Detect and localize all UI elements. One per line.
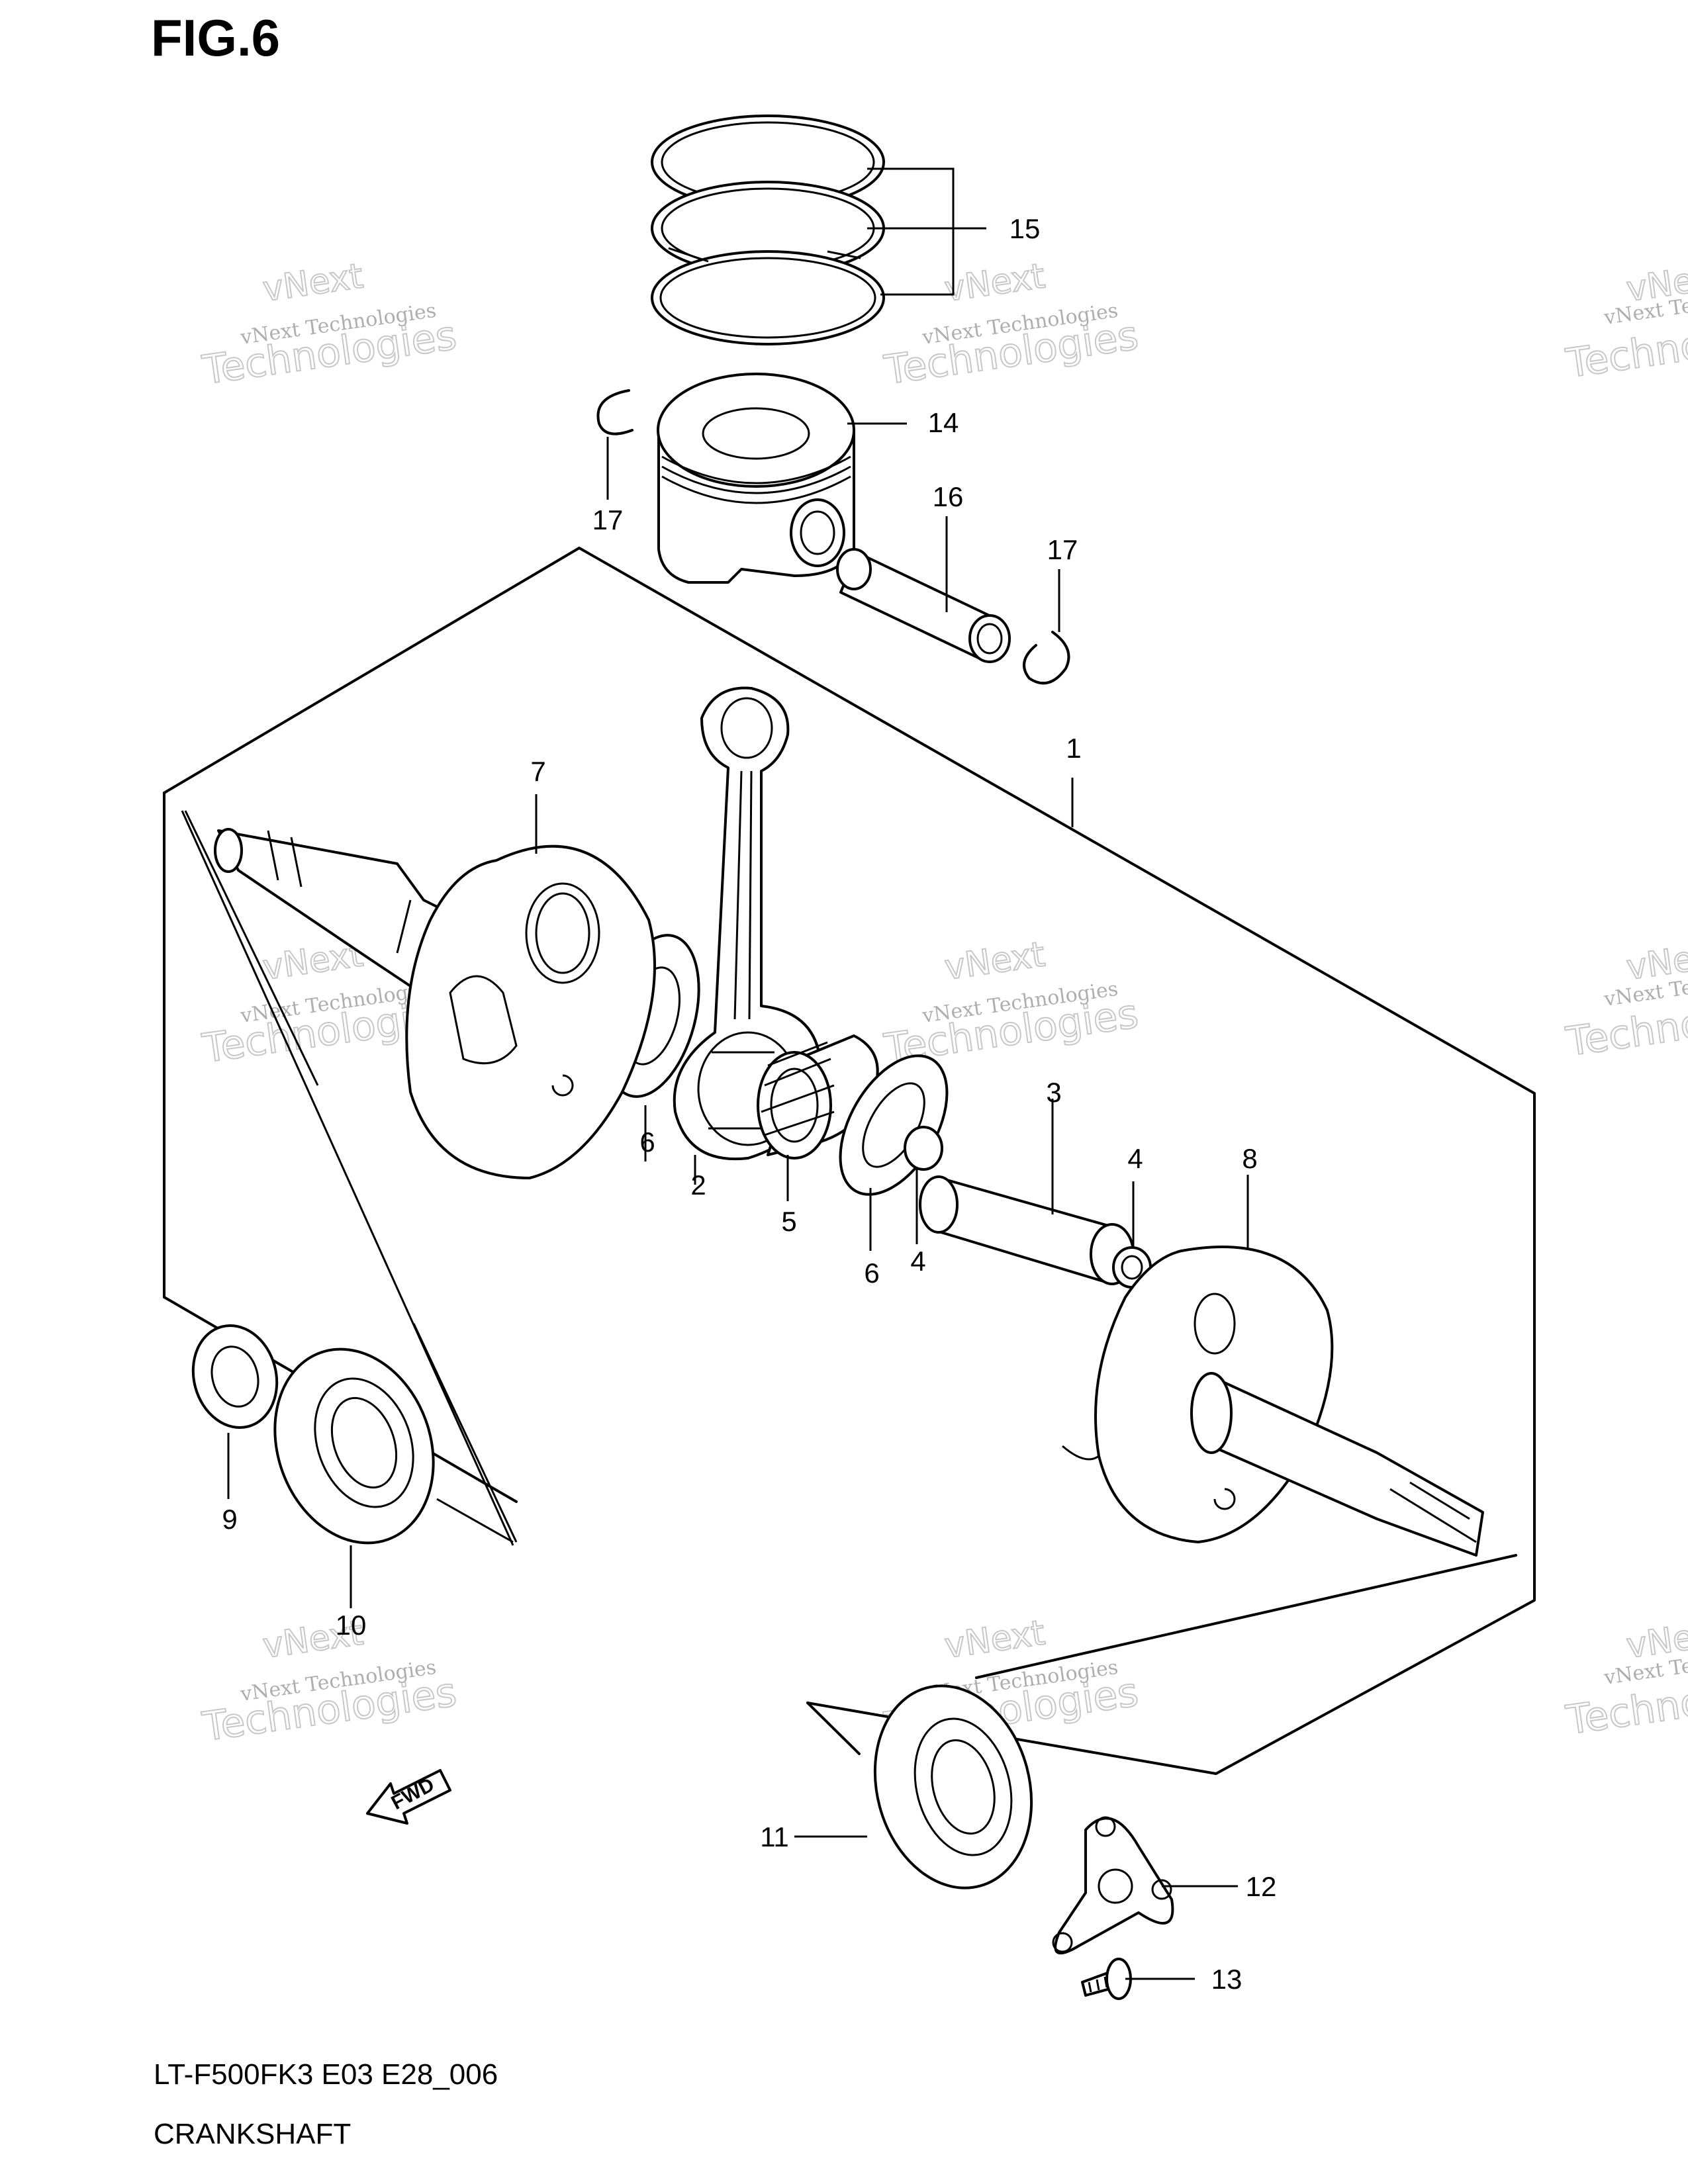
callout-12: 12: [1246, 1871, 1277, 1902]
part-group-name: CRANKSHAFT: [154, 2118, 352, 2150]
callout-15: 15: [1009, 213, 1041, 244]
bearing-retainer: [1052, 1816, 1174, 1955]
watermark-tile: vNext vNext Technologies Technologies: [199, 1612, 459, 1751]
callout-11: 11: [760, 1821, 789, 1852]
callout-14: 14: [928, 407, 959, 438]
callout-4b: 4: [1127, 1143, 1143, 1174]
watermark-tile: vNext vNext Technologies Technologies: [880, 934, 1141, 1073]
callout-1: 1: [1066, 733, 1081, 764]
callout-8: 8: [1242, 1143, 1257, 1174]
watermark-line1: vNext: [942, 256, 1047, 310]
crank-pin: [919, 1175, 1135, 1285]
watermark-tile: vNext vNext Technologies Technologies: [1562, 1612, 1688, 1745]
callout-5: 5: [781, 1206, 796, 1237]
watermark-tile: vNext vNext Technologies Technologies: [880, 255, 1141, 394]
watermark-line1: vNext: [942, 1613, 1047, 1666]
callout-16: 16: [933, 481, 964, 512]
callout-2: 2: [690, 1169, 706, 1201]
callout-17b: 17: [1047, 534, 1078, 565]
callout-9: 9: [222, 1504, 237, 1535]
watermark-tile: vNext vNext Technologies Technologies: [1562, 255, 1688, 388]
circlip-right: [1023, 631, 1070, 685]
callout-4a: 4: [910, 1246, 925, 1277]
leader-lines: [227, 167, 1249, 1980]
watermark-tile: vNext vNext Technologies Technologies: [1562, 934, 1688, 1066]
piston-pin: [836, 548, 1011, 663]
piston-rings: [651, 114, 885, 345]
callout-3: 3: [1046, 1077, 1061, 1108]
callout-10: 10: [336, 1610, 367, 1641]
watermark-line1: vNext: [260, 256, 365, 310]
bearing-9: [191, 1324, 279, 1430]
circlip-left: [596, 389, 633, 435]
callout-13: 13: [1211, 1964, 1243, 1995]
bearing-10: [273, 1347, 435, 1545]
plug-left: [904, 1126, 943, 1171]
bearing-11: [873, 1684, 1033, 1889]
piston: [657, 373, 855, 584]
watermark-line1: vNext: [942, 934, 1047, 988]
crankshaft-right: [1062, 1246, 1484, 1557]
callout-7: 7: [530, 756, 545, 787]
callout-6b: 6: [864, 1257, 879, 1289]
callout-17a: 17: [592, 504, 624, 535]
callout-6a: 6: [639, 1126, 655, 1158]
watermark-tile: vNext vNext Technologies Technologies: [199, 255, 459, 394]
model-code: LT-F500FK3 E03 E28_006: [154, 2058, 498, 2091]
callout-labels: 1 2 3 4 4 5 6 6 7 8 9 10 11 12 13 14 15 …: [222, 213, 1276, 1995]
forward-arrow: FWD: [366, 1769, 451, 1825]
retainer-screw: [1081, 1958, 1132, 2000]
crankshaft-left: [214, 828, 656, 1179]
figure-title: FIG.6: [151, 9, 281, 67]
